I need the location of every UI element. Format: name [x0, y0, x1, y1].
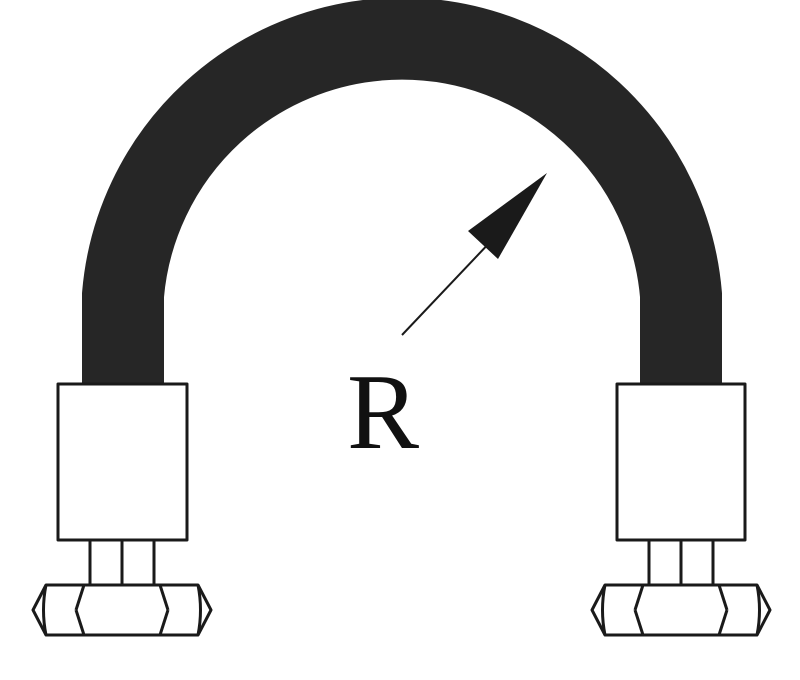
radius-arrow-shaft: [401, 237, 495, 336]
right-hex-nut: [590, 583, 772, 637]
right-ferrule: [615, 382, 747, 542]
left-hex-nut: [31, 583, 213, 637]
radius-arrow-head: [468, 173, 547, 259]
bent-hose-icon: [82, 0, 722, 385]
hex-nut-fitting-icon: [590, 583, 772, 637]
left-fitting: [31, 382, 213, 637]
radius-arrow-icon: [401, 173, 547, 336]
radius-label: R: [347, 353, 419, 472]
right-fitting: [590, 382, 772, 637]
left-ferrule: [56, 382, 189, 542]
hex-nut-fitting-icon: [31, 583, 213, 637]
